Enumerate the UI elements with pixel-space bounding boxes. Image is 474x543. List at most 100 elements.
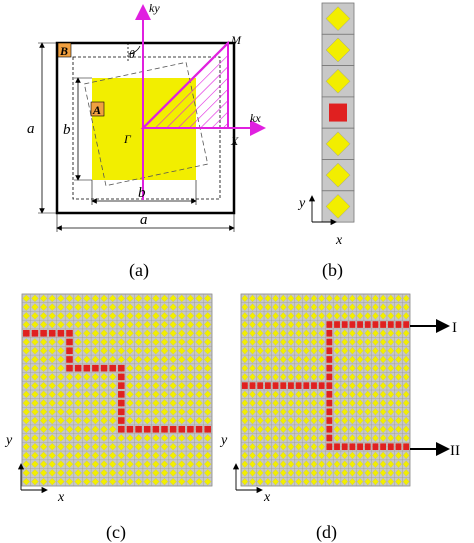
waveguide-defect xyxy=(83,364,91,372)
crystal-diamond xyxy=(22,451,31,460)
label-theta: θ xyxy=(129,47,135,61)
crystal-diamond xyxy=(318,346,326,355)
crystal-diamond xyxy=(272,355,279,364)
crystal-diamond xyxy=(295,399,303,407)
crystal-diamond xyxy=(348,338,356,346)
crystal-diamond xyxy=(117,303,126,311)
crystal-diamond xyxy=(91,390,100,399)
crystal-diamond xyxy=(177,416,186,425)
panel-d: I II y x (d) xyxy=(219,293,460,543)
crystal-diamond xyxy=(402,460,410,469)
crystal-diamond xyxy=(100,399,108,407)
crystal-diamond xyxy=(195,320,203,329)
crystal-diamond xyxy=(134,320,143,329)
crystal-diamond xyxy=(356,338,364,346)
crystal-diamond xyxy=(402,338,410,346)
crystal-diamond xyxy=(256,477,264,486)
crystal-diamond xyxy=(241,477,249,486)
crystal-diamond xyxy=(295,294,303,303)
crystal-diamond xyxy=(169,442,177,451)
panel-a: B A ky kx M X Γ θ a b b a (a) xyxy=(27,1,266,281)
crystal-diamond xyxy=(356,451,364,460)
crystal-diamond xyxy=(387,425,395,434)
crystal-diamond xyxy=(31,346,39,355)
crystal-diamond xyxy=(372,303,379,311)
crystal-diamond xyxy=(279,460,287,469)
crystal-diamond xyxy=(117,469,126,477)
crystal-diamond xyxy=(91,425,100,434)
crystal-diamond xyxy=(57,434,65,442)
crystal-diamond xyxy=(318,416,326,425)
crystal-diamond xyxy=(279,338,287,346)
crystal-diamond xyxy=(152,329,160,338)
crystal-diamond xyxy=(91,469,100,477)
crystal-diamond xyxy=(241,425,249,434)
crystal-diamond xyxy=(57,381,65,390)
crystal-diamond xyxy=(402,373,410,381)
crystal-diamond xyxy=(177,355,186,364)
crystal-diamond xyxy=(372,381,379,390)
crystal-diamond xyxy=(48,294,57,303)
crystal-diamond xyxy=(143,460,152,469)
waveguide-defect xyxy=(66,338,73,346)
crystal-diamond xyxy=(169,346,177,355)
crystal-diamond xyxy=(195,390,203,399)
crystal-diamond xyxy=(177,373,186,381)
crystal-diamond xyxy=(287,460,295,469)
label-x-b: x xyxy=(335,233,343,248)
crystal-diamond xyxy=(22,294,31,303)
crystal-diamond xyxy=(65,407,74,416)
crystal-diamond xyxy=(31,294,39,303)
crystal-diamond xyxy=(169,364,177,373)
crystal-diamond xyxy=(82,381,91,390)
crystal-diamond xyxy=(169,311,177,320)
waveguide-defect xyxy=(118,373,125,381)
gamma-m-line xyxy=(142,42,229,129)
crystal-diamond xyxy=(134,460,143,469)
crystal-diamond xyxy=(256,355,264,364)
crystal-diamond xyxy=(249,329,256,338)
crystal-diamond xyxy=(387,329,395,338)
crystal-diamond xyxy=(264,434,272,442)
crystal-diamond xyxy=(341,434,349,442)
crystal-diamond xyxy=(333,364,341,373)
crystal-diamond xyxy=(177,434,186,442)
waveguide-defect xyxy=(334,321,340,328)
crystal-diamond xyxy=(203,338,212,346)
crystal-diamond xyxy=(372,416,379,425)
crystal-diamond xyxy=(100,338,108,346)
crystal-diamond xyxy=(100,477,108,486)
crystal-diamond xyxy=(295,346,303,355)
crystal-diamond xyxy=(31,477,39,486)
crystal-diamond xyxy=(160,294,169,303)
crystal-diamond xyxy=(402,434,410,442)
crystal-diamond xyxy=(39,469,48,477)
crystal-diamond xyxy=(186,390,195,399)
crystal-diamond xyxy=(348,311,356,320)
crystal-diamond xyxy=(57,294,65,303)
crystal-diamond xyxy=(310,373,318,381)
crystal-diamond xyxy=(379,355,387,364)
crystal-diamond xyxy=(169,416,177,425)
crystal-diamond xyxy=(48,469,57,477)
crystal-diamond xyxy=(195,294,203,303)
crystal-diamond xyxy=(364,460,372,469)
waveguide-defect xyxy=(66,329,73,337)
crystal-diamond xyxy=(152,477,160,486)
crystal-diamond xyxy=(134,329,143,338)
crystal-diamond xyxy=(395,434,402,442)
crystal-diamond xyxy=(279,346,287,355)
crystal-diamond xyxy=(387,373,395,381)
crystal-diamond xyxy=(256,407,264,416)
crystal-diamond xyxy=(177,346,186,355)
crystal-diamond xyxy=(203,329,212,338)
waveguide-defect xyxy=(118,408,125,416)
crystal-diamond xyxy=(333,451,341,460)
crystal-diamond xyxy=(117,320,126,329)
crystal-diamond xyxy=(387,294,395,303)
crystal-diamond xyxy=(186,442,195,451)
crystal-diamond xyxy=(272,442,279,451)
crystal-diamond xyxy=(31,399,39,407)
crystal-diamond xyxy=(152,373,160,381)
crystal-diamond xyxy=(126,381,134,390)
